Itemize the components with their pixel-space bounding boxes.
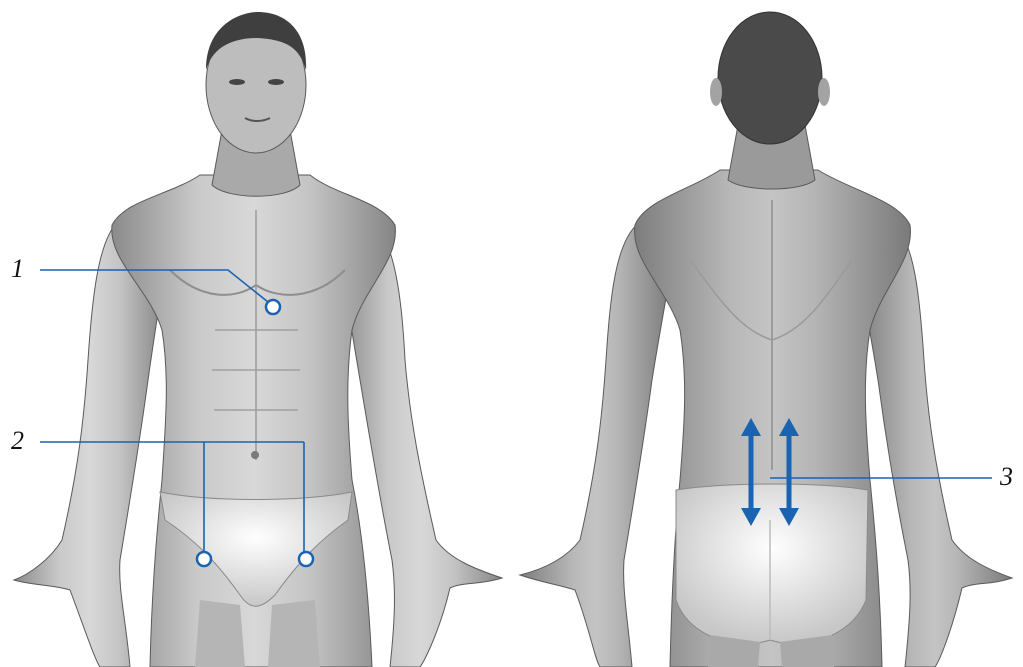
human-figure-front-icon bbox=[14, 12, 502, 667]
electrode-circle-2a bbox=[197, 552, 211, 566]
front-eye-left bbox=[229, 79, 245, 85]
back-underwear bbox=[676, 484, 868, 644]
electrode-circle-1 bbox=[266, 300, 280, 314]
label-3: 3 bbox=[1000, 464, 1013, 490]
front-eye-right bbox=[268, 79, 284, 85]
front-navel bbox=[251, 451, 259, 459]
front-left-leg bbox=[195, 600, 245, 667]
back-ear-left bbox=[710, 78, 722, 106]
back-head bbox=[718, 12, 822, 144]
back-ear-right bbox=[818, 78, 830, 106]
label-1: 1 bbox=[11, 256, 24, 282]
front-right-leg bbox=[268, 600, 320, 667]
electrode-circle-2b bbox=[299, 552, 313, 566]
label-2: 2 bbox=[11, 428, 24, 454]
back-left-arm bbox=[520, 222, 672, 667]
human-figure-back-icon bbox=[520, 12, 1012, 667]
